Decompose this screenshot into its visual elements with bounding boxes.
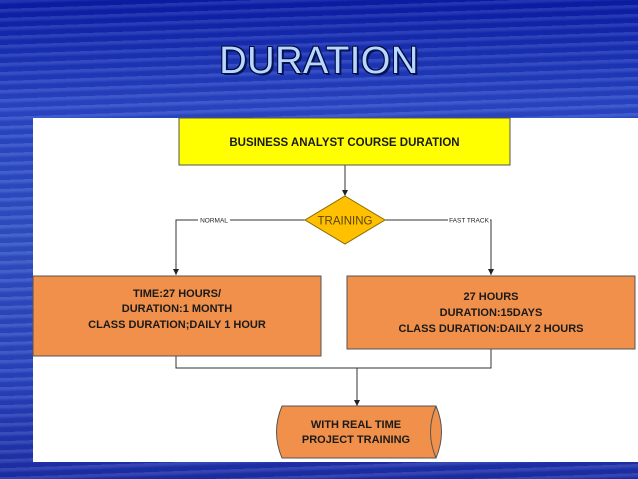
- project-training-terminal: WITH REAL TIME PROJECT TRAINING: [276, 405, 442, 459]
- fast-class-duration-text: CLASS DURATION:DAILY 2 HOURS: [399, 323, 584, 335]
- normal-duration-text: DURATION:1 MONTH: [122, 303, 232, 315]
- fast-track-label-bg: [448, 215, 490, 224]
- training-decision-text: TRAINING: [318, 216, 373, 228]
- normal-branch-label: NORMAL: [200, 218, 228, 225]
- course-duration-text: BUSINESS ANALYST COURSE DURATION: [229, 137, 459, 149]
- fast-hours-text: 27 HOURS: [463, 291, 518, 303]
- connector-left-to-bottom: [175, 356, 357, 369]
- connector-fast-track-branch: [385, 219, 494, 275]
- slide-title: DURATION: [219, 40, 419, 82]
- connector-normal-branch: [173, 219, 305, 275]
- fast-duration-text: DURATION:15DAYS: [440, 307, 543, 319]
- real-time-text: WITH REAL TIME: [311, 419, 401, 431]
- training-decision: TRAINING: [304, 195, 386, 245]
- connectors: [173, 165, 494, 406]
- normal-time-text: TIME:27 HOURS/: [133, 288, 221, 300]
- normal-class-duration-text: CLASS DURATION;DAILY 1 HOUR: [88, 319, 266, 331]
- normal-label-bg: [198, 215, 230, 224]
- fast-track-box: 27 HOURS DURATION:15DAYS CLASS DURATION:…: [346, 275, 636, 350]
- project-training-text: PROJECT TRAINING: [302, 434, 410, 446]
- connector-right-to-bottom: [357, 349, 492, 369]
- normal-track-box: TIME:27 HOURS/ DURATION:1 MONTH CLASS DU…: [32, 275, 322, 357]
- fast-track-branch-label: FAST TRACK: [449, 218, 490, 225]
- course-duration-box: BUSINESS ANALYST COURSE DURATION: [178, 117, 511, 166]
